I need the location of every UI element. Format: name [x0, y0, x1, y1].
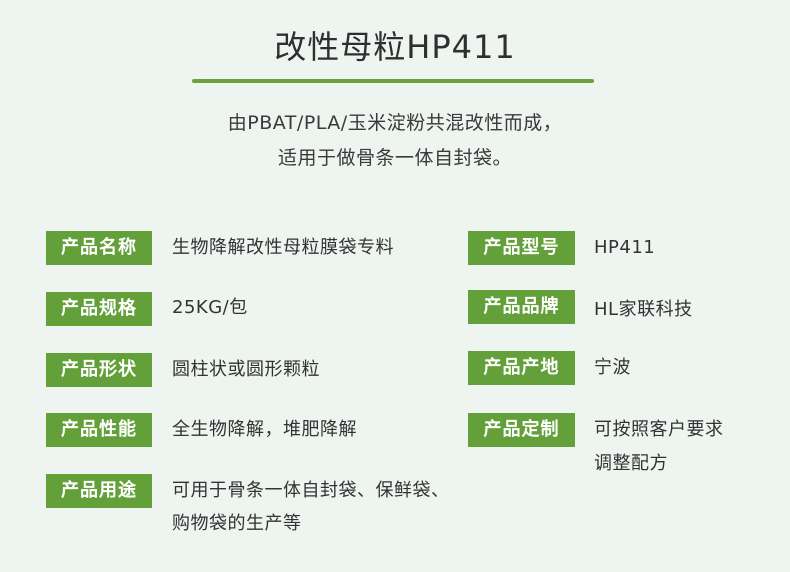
value-product-usage-line-2: 购物袋的生产等: [172, 513, 302, 534]
value-product-custom-line-1: 可按照客户要求: [594, 419, 724, 440]
description-line-1: 由PBAT/PLA/玉米淀粉共混改性而成，: [227, 112, 563, 134]
value-product-origin: 宁波: [594, 357, 631, 378]
label-product-size: 产品规格: [46, 292, 152, 326]
label-product-performance: 产品性能: [46, 413, 152, 447]
description-line-2: 适用于做骨条一体自封袋。: [277, 147, 512, 169]
value-product-shape: 圆柱状或圆形颗粒: [172, 359, 320, 380]
value-product-name: 生物降解改性母粒膜袋专料: [172, 237, 394, 258]
label-product-custom: 产品定制: [468, 413, 575, 447]
value-product-size: 25KG/包: [172, 297, 248, 318]
label-product-brand: 产品品牌: [468, 290, 575, 324]
value-product-model: HP411: [594, 237, 656, 258]
label-product-shape: 产品形状: [46, 353, 152, 387]
label-product-origin: 产品产地: [468, 351, 575, 385]
page-title: 改性母粒HP411: [274, 28, 516, 66]
label-product-usage: 产品用途: [46, 474, 152, 508]
label-product-model: 产品型号: [468, 231, 575, 265]
title-divider: [192, 79, 594, 83]
label-product-name: 产品名称: [46, 231, 152, 265]
value-product-performance: 全生物降解，堆肥降解: [172, 419, 357, 440]
value-product-custom-line-2: 调整配方: [594, 453, 668, 474]
value-product-brand: HL家联科技: [594, 299, 693, 320]
value-product-usage-line-1: 可用于骨条一体自封袋、保鲜袋、: [172, 480, 450, 501]
